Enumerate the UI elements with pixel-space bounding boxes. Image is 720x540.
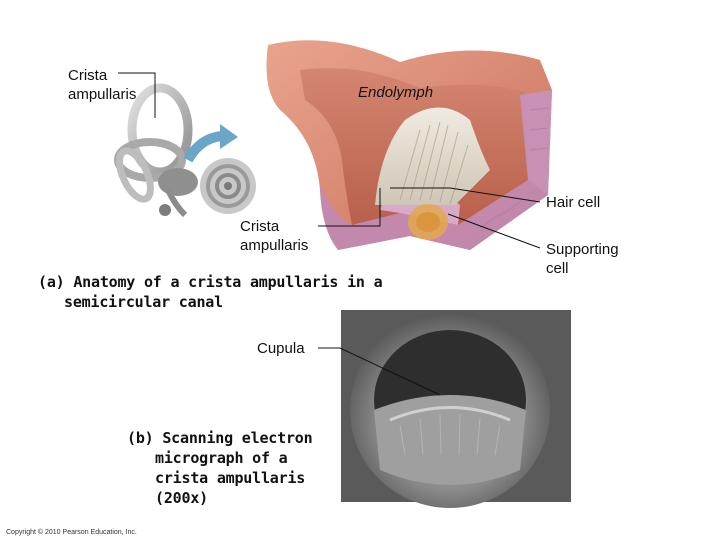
endolymph-label: Endolymph [358,83,433,102]
supporting-cell-label: Supporting cell [546,240,619,278]
hair-cell-label: Hair cell [546,193,600,212]
arrow-icon [188,124,238,160]
label-text: Crista [68,66,136,85]
label-text: Crista [240,217,308,236]
crista-ampullaris-label-mid: Crista ampullaris [240,217,308,255]
sem-micrograph [341,310,571,508]
ampulla-cross-section [267,40,553,250]
label-text: ampullaris [68,85,136,104]
caption-line: crista ampullaris [127,468,312,488]
caption-line: (200x) [127,488,312,508]
crista-ampullaris-label-top: Crista ampullaris [68,66,136,104]
copyright-notice: Copyright © 2010 Pearson Education, Inc. [6,528,137,537]
label-text: Supporting [546,240,619,259]
caption-line: (b) Scanning electron [127,428,312,448]
caption-a: (a) Anatomy of a crista ampullaris in a … [38,272,382,312]
caption-line: (a) Anatomy of a crista ampullaris in a [38,272,382,292]
caption-line: semicircular canal [38,292,382,312]
cupula-label: Cupula [257,339,305,358]
label-text: cell [546,259,619,278]
label-text: ampullaris [240,236,308,255]
inner-ear-illustration [113,88,256,216]
caption-line: micrograph of a [127,448,312,468]
caption-b: (b) Scanning electron micrograph of a cr… [127,428,312,508]
